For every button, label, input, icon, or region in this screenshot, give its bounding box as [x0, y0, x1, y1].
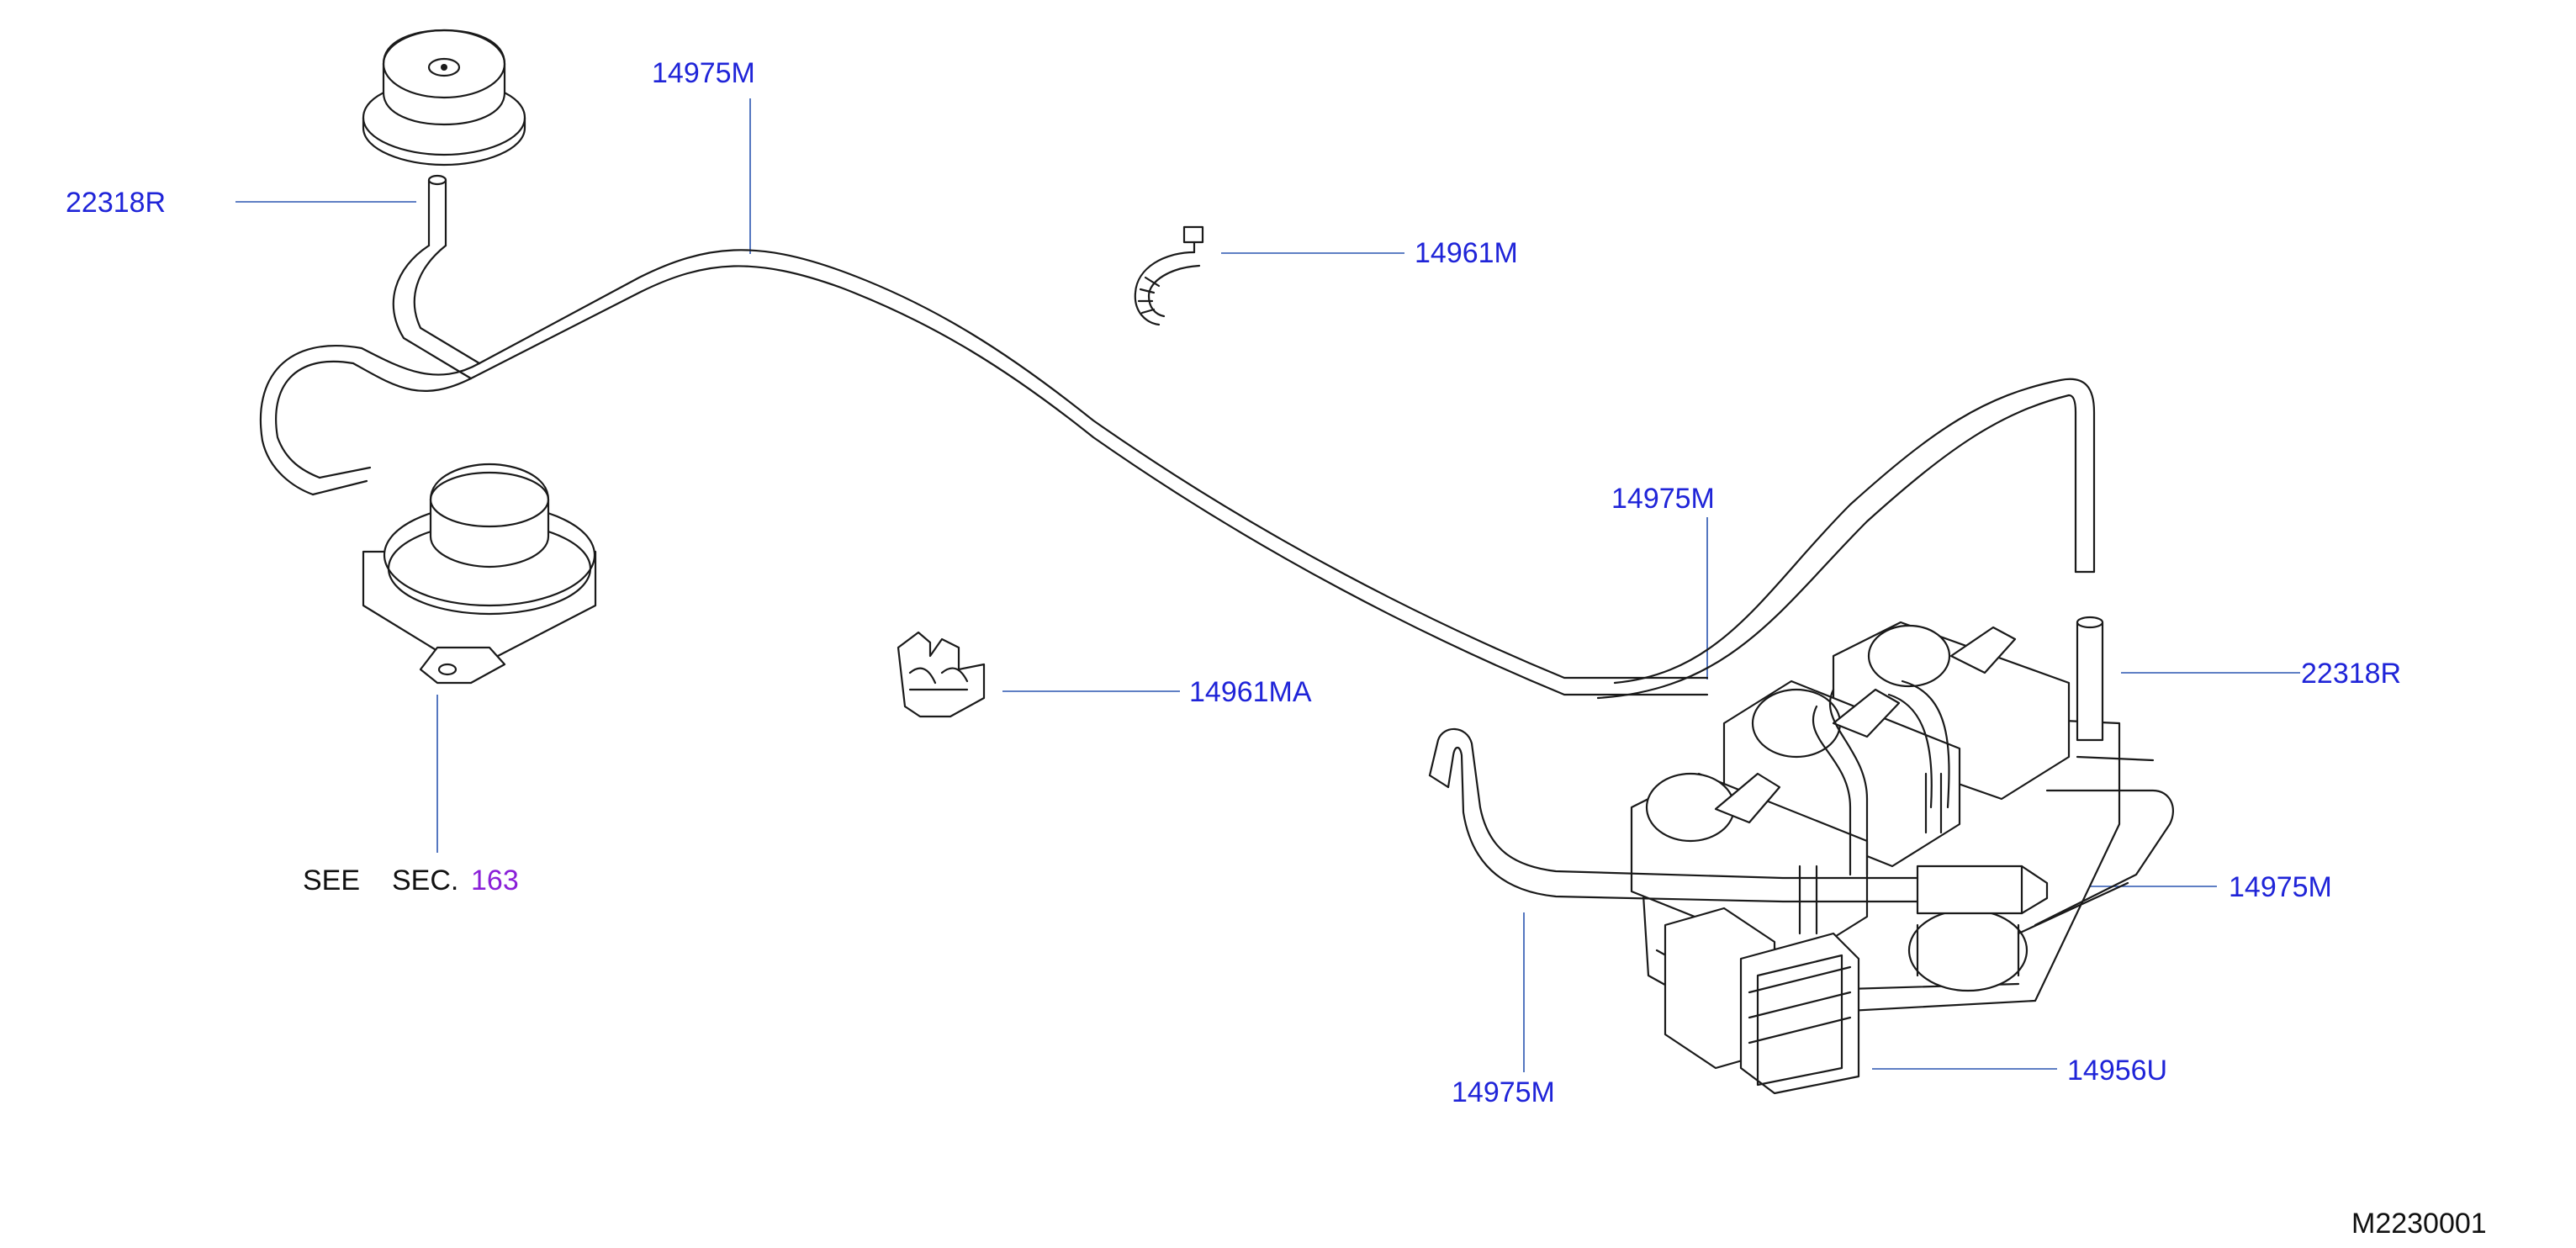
vacuum-hose-lower [1428, 680, 2174, 935]
solenoid-valve-assembly [1630, 616, 2121, 1095]
label-22318r-top-left[interactable]: 22318R [66, 187, 166, 219]
diagram-code: M2230001 [2351, 1208, 2487, 1240]
section-number-link[interactable]: 163 [471, 865, 519, 896]
leader-lines [235, 98, 2300, 1072]
vacuum-hose-main [259, 174, 2096, 700]
label-14956u[interactable]: 14956U [2067, 1055, 2167, 1087]
part-labels: 22318R 14975M 14961M 14975M 22318R 14961… [66, 57, 2487, 1240]
sec-label: SEC. [392, 865, 458, 896]
see-label: SEE [303, 865, 360, 896]
vacuum-cap-part [362, 29, 526, 167]
label-14975m-bottom[interactable]: 14975M [1452, 1076, 1555, 1108]
hose-clamp-part [1134, 225, 1204, 326]
label-14975m-right[interactable]: 14975M [2229, 871, 2332, 903]
label-14975m-mid-right[interactable]: 14975M [1611, 483, 1715, 515]
hose-clip-part [897, 631, 986, 718]
label-22318r-right[interactable]: 22318R [2301, 658, 2401, 690]
label-14961ma[interactable]: 14961MA [1189, 676, 1312, 708]
label-14975m-top[interactable]: 14975M [652, 57, 755, 89]
label-14961m[interactable]: 14961M [1415, 237, 1518, 269]
vacuum-valve-part [362, 463, 597, 685]
